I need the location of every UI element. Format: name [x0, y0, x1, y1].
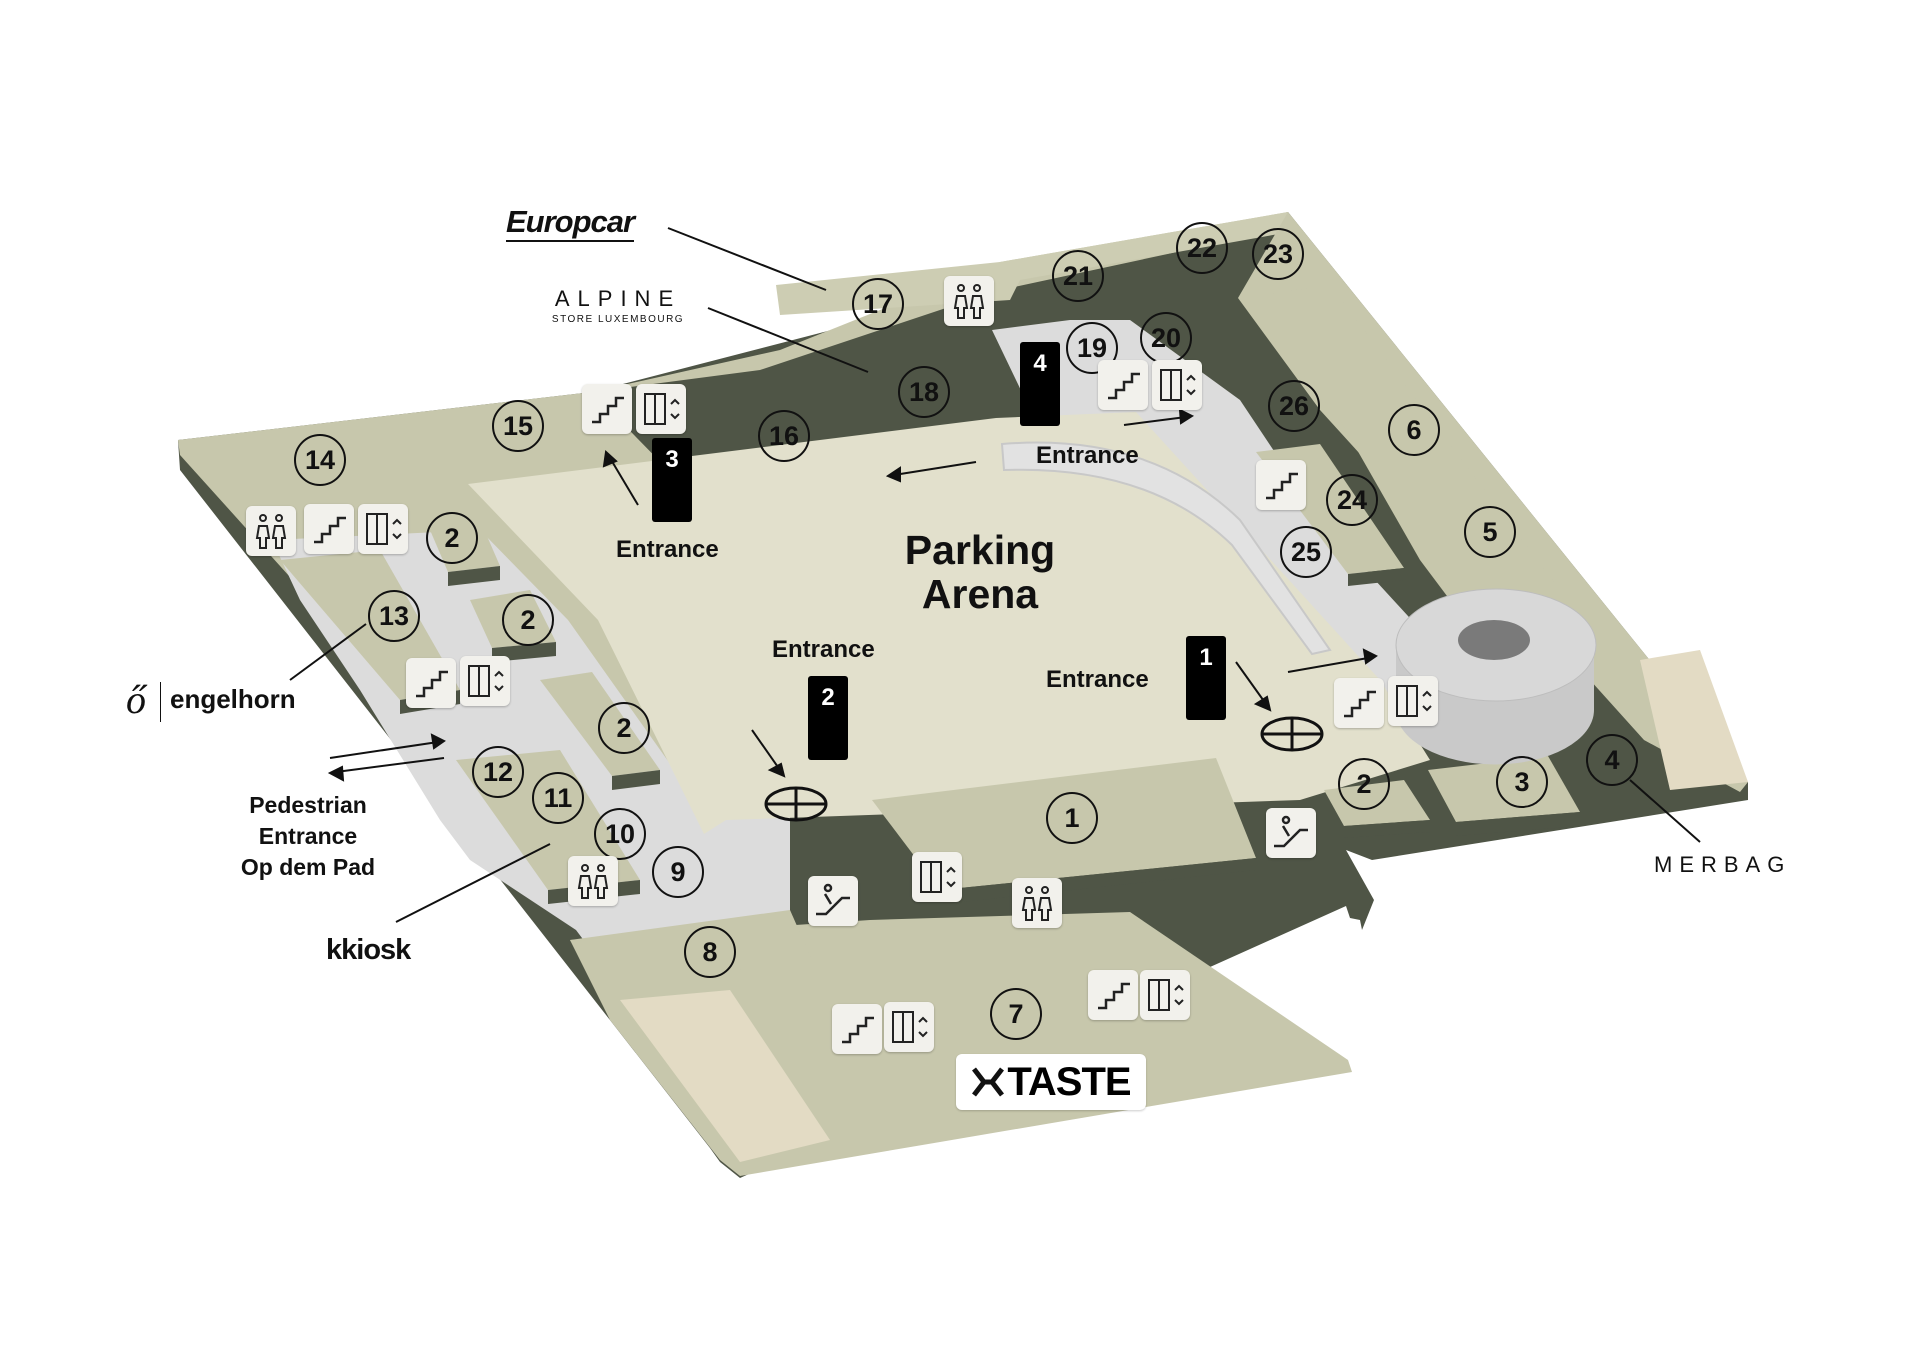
entrance-marker-3: 3	[652, 438, 692, 522]
toilet-icon	[944, 276, 994, 326]
unit-19: 19	[1066, 322, 1118, 374]
unit-3: 3	[1496, 756, 1548, 808]
unit-14: 14	[294, 434, 346, 486]
stairs-icon	[1088, 970, 1138, 1020]
entrance-label-3: Entrance	[616, 536, 719, 563]
merbag-logo: MERBAG	[1654, 852, 1792, 877]
elevator-icon	[460, 656, 510, 706]
xtaste-logo-box: TASTE	[956, 1054, 1146, 1110]
xtaste-x-icon	[972, 1067, 1005, 1097]
engelhorn-divider	[160, 682, 161, 722]
kiosk-logo-mark: k	[326, 934, 342, 966]
unit-23: 23	[1252, 228, 1304, 280]
elevator-icon	[1140, 970, 1190, 1020]
unit-2-west-a: 2	[426, 512, 478, 564]
unit-4: 4	[1586, 734, 1638, 786]
stairs-icon	[406, 658, 456, 708]
alpine-logo: ALPINE	[554, 286, 682, 311]
entrance-marker-1: 1	[1186, 636, 1226, 720]
entrance-marker-2: 2	[808, 676, 848, 760]
unit-11: 11	[532, 772, 584, 824]
unit-2-east: 2	[1338, 758, 1390, 810]
entrance-label-2: Entrance	[772, 636, 875, 663]
shop-block-2a-side	[448, 566, 500, 586]
unit-2-west-c: 2	[598, 702, 650, 754]
shop-block-24-side	[1348, 568, 1404, 586]
east-corner-beige	[1640, 650, 1748, 790]
gate-marker-2	[764, 786, 828, 822]
unit-12: 12	[472, 746, 524, 798]
stairs-icon	[1256, 460, 1306, 510]
entrance-label-4: Entrance	[1036, 442, 1139, 469]
pedestrian-entrance-label: Pedestrian Entrance Op dem Pad	[240, 792, 376, 880]
shop-block-3-side	[1456, 812, 1580, 836]
toilet-icon	[568, 856, 618, 906]
kiosk-logo: kkiosk	[326, 934, 411, 967]
unit-22: 22	[1176, 222, 1228, 274]
unit-7: 7	[990, 988, 1042, 1040]
parking-plate	[468, 412, 1430, 834]
shop-block-2c-side	[1344, 820, 1430, 838]
north-wing-2	[776, 212, 1290, 315]
arena-building-hole	[1458, 620, 1530, 660]
unit-24: 24	[1326, 474, 1378, 526]
entrance-marker-4: 4	[1020, 342, 1060, 426]
stairs-icon	[1098, 360, 1148, 410]
toilet-icon	[1012, 878, 1062, 928]
unit-25: 25	[1280, 526, 1332, 578]
elevator-icon	[358, 504, 408, 554]
callout-lines	[289, 227, 1701, 923]
south-wing-beige	[620, 990, 830, 1162]
unit-16: 16	[758, 410, 810, 462]
elevator-icon	[1152, 360, 1202, 410]
unit-17: 17	[852, 278, 904, 330]
unit-21: 21	[1052, 250, 1104, 302]
escalator-icon	[808, 876, 858, 926]
unit-13: 13	[368, 590, 420, 642]
alpine-store-subtitle: STORE LUXEMBOURG	[551, 314, 685, 325]
gate-marker-1	[1260, 716, 1324, 752]
shop-block-2d-side	[612, 770, 660, 790]
escalator-icon	[1266, 808, 1316, 858]
stairs-icon	[304, 504, 354, 554]
elevator-icon	[884, 1002, 934, 1052]
europcar-logo: Europcar	[506, 204, 635, 242]
unit-15: 15	[492, 400, 544, 452]
stairs-icon	[1334, 678, 1384, 728]
elevator-icon	[912, 852, 962, 902]
engelhorn-logo: engelhorn	[170, 684, 296, 714]
unit-2-west-b: 2	[502, 594, 554, 646]
direction-arrows	[327, 408, 1378, 782]
unit-26: 26	[1268, 380, 1320, 432]
parking-arena-title: Parking Arena	[904, 527, 1056, 617]
elevator-icon	[636, 384, 686, 434]
parking-ramp	[1000, 441, 1332, 656]
elevator-icon	[1388, 676, 1438, 726]
kiosk-logo-text: kiosk	[341, 934, 411, 966]
unit-9: 9	[652, 846, 704, 898]
stairs-icon	[832, 1004, 882, 1054]
unit-8: 8	[684, 926, 736, 978]
unit-10: 10	[594, 808, 646, 860]
unit-1: 1	[1046, 792, 1098, 844]
unit-6: 6	[1388, 404, 1440, 456]
stairs-icon	[582, 384, 632, 434]
toilet-icon	[246, 506, 296, 556]
east-wing-inner	[1240, 285, 1600, 680]
unit-20: 20	[1140, 312, 1192, 364]
engelhorn-logo-mark: ő	[126, 677, 146, 722]
unit-18: 18	[898, 366, 950, 418]
unit-5: 5	[1464, 506, 1516, 558]
entrance-label-1: Entrance	[1046, 666, 1149, 693]
xtaste-logo-text: TASTE	[1007, 1059, 1131, 1104]
